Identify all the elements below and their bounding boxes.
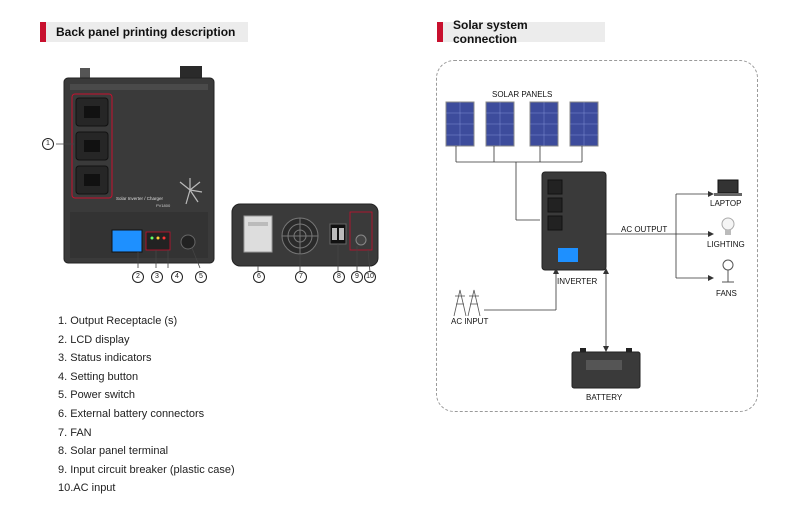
inverter-label: INVERTER <box>557 277 598 286</box>
inverter-unit <box>541 171 607 271</box>
lighting-label: LIGHTING <box>707 240 745 249</box>
battery-icon <box>571 348 641 389</box>
circuit-breaker <box>355 234 367 246</box>
lighting-icon <box>721 217 735 235</box>
connection-diagram <box>445 101 742 389</box>
callout-10: 10 <box>364 271 376 283</box>
lcd-display <box>111 229 143 253</box>
fan-icon <box>281 217 319 255</box>
laptop-label: LAPTOP <box>710 199 742 208</box>
ac-input-label: AC INPUT <box>451 317 489 326</box>
inverter-front-illustration: Solar Inverter / Charger PV1800 <box>56 66 215 269</box>
battery-connectors <box>243 215 273 253</box>
solar-panels-label: SOLAR PANELS <box>492 90 553 99</box>
connection-diagram-frame <box>436 60 758 412</box>
callout-5: 5 <box>195 271 207 283</box>
ac-output-label: AC OUTPUT <box>621 225 668 234</box>
power-pylon-icon <box>453 289 481 317</box>
parts-legend: 1. Output Receptacle (s) 2. LCD display … <box>58 312 235 498</box>
battery-label: BATTERY <box>586 393 623 402</box>
solar-connection-section-header: Solar system connection <box>437 18 605 46</box>
callout-6: 6 <box>253 271 265 283</box>
callout-1: 1 <box>42 138 54 150</box>
output-receptacles <box>75 97 109 195</box>
legend-item: 8. Solar panel terminal <box>58 445 169 458</box>
status-indicators <box>145 231 171 251</box>
power-switch <box>180 234 196 250</box>
legend-item: 1. Output Receptacle (s) <box>58 315 178 327</box>
laptop-icon <box>714 179 742 196</box>
accent-bar <box>437 22 443 42</box>
fan-appliance-icon <box>722 259 734 283</box>
legend-item: 9. Input circuit breaker (plastic case) <box>58 463 235 476</box>
legend-item: 5. Power switch <box>58 389 136 402</box>
legend-item: 2. LCD display <box>58 333 130 346</box>
legend-item: 6. External battery connectors <box>58 407 205 420</box>
solar-connection-title: Solar system connection <box>453 18 528 46</box>
legend-item: 10.AC input <box>58 482 116 495</box>
back-panel-section-header: Back panel printing description <box>40 22 248 42</box>
legend-item: 4. Setting button <box>58 370 139 383</box>
sunburst-logo <box>179 178 203 205</box>
device-model: PV1800 <box>156 203 171 208</box>
legend-item: 7. FAN <box>58 426 92 439</box>
callout-9: 9 <box>351 271 363 283</box>
callout-8: 8 <box>333 271 345 283</box>
legend-item: 3. Status indicators <box>58 352 152 365</box>
callout-2: 2 <box>132 271 144 283</box>
callout-3: 3 <box>151 271 163 283</box>
fans-label: FANS <box>716 289 737 298</box>
device-label: Solar Inverter / Charger <box>116 196 164 201</box>
back-panel-title: Back panel printing description <box>56 25 236 39</box>
inverter-back-illustration <box>231 203 379 273</box>
callout-7: 7 <box>295 271 307 283</box>
callout-4: 4 <box>171 271 183 283</box>
accent-bar <box>40 22 46 42</box>
solar-panels <box>445 101 599 147</box>
